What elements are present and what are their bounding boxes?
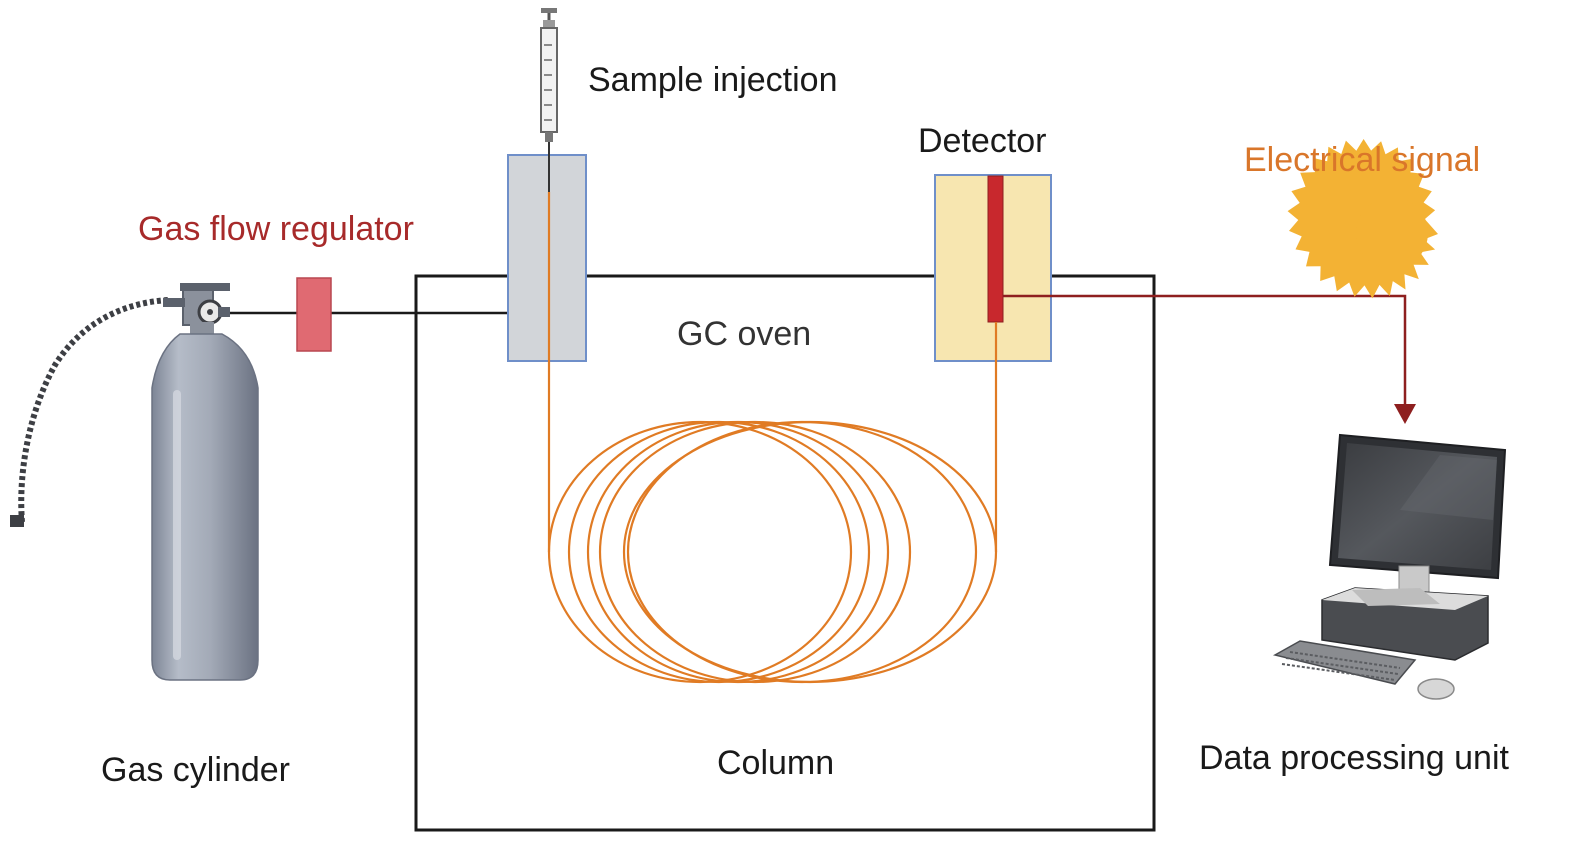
gc-oven-label: GC oven: [677, 315, 812, 353]
detector-element: [987, 175, 1004, 323]
computer-icon: [1272, 433, 1507, 700]
electrical-signal-label: Electrical signal: [1244, 141, 1481, 179]
syringe-icon: [540, 8, 558, 192]
gas-cylinder-label: Gas cylinder: [101, 751, 290, 789]
detector-label: Detector: [918, 122, 1047, 160]
column-label: Column: [717, 744, 835, 782]
electrical-signal-core: [1356, 197, 1428, 269]
column-coil: [547, 192, 998, 684]
gc-oven-box: [414, 274, 1156, 832]
data-processing-unit-label: Data processing unit: [1199, 739, 1509, 777]
gas-flow-regulator-label: Gas flow regulator: [138, 210, 414, 248]
injector-block: [507, 154, 587, 362]
gas-flow-regulator-box: [296, 277, 332, 352]
gas-cylinder-icon: [10, 283, 259, 681]
sample-injection-label: Sample injection: [588, 61, 838, 99]
signal-wire: [1003, 294, 1416, 424]
